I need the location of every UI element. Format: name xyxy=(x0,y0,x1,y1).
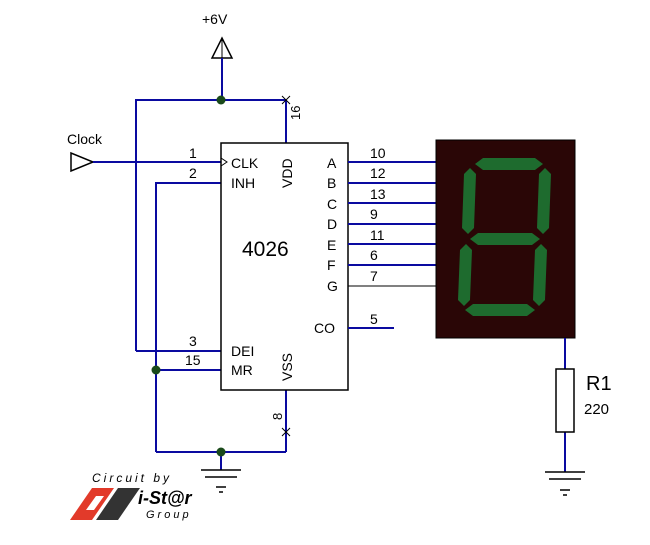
pin-number: 12 xyxy=(370,165,386,181)
clock-edge-icon xyxy=(220,157,228,167)
pin-name: INH xyxy=(231,175,255,191)
clock-label: Clock xyxy=(67,131,103,147)
segment-c xyxy=(533,244,547,306)
pin-name: B xyxy=(327,175,336,191)
pin-number: 11 xyxy=(370,227,385,243)
pin-name: CO xyxy=(314,320,335,336)
segment-g xyxy=(470,233,540,245)
inh-mr-wiring xyxy=(136,182,287,470)
credit-brand: i-St@r xyxy=(138,488,193,508)
pin-name: E xyxy=(327,237,336,253)
segment-e xyxy=(458,244,472,306)
junction-dot xyxy=(216,447,226,457)
pin-name: F xyxy=(327,257,336,273)
pin-number: 2 xyxy=(189,165,197,181)
pin-number: 15 xyxy=(185,352,201,368)
pin-number: 8 xyxy=(270,413,285,420)
pin-name: G xyxy=(327,278,338,294)
istar-logo-icon xyxy=(70,488,140,520)
resistor-name: R1 xyxy=(586,373,612,395)
pin-name: C xyxy=(327,196,337,212)
pin-16-marker-icon xyxy=(281,95,291,105)
credit-line3: Group xyxy=(146,509,192,521)
pin-number: 13 xyxy=(370,186,386,202)
pin-name: VSS xyxy=(279,353,295,381)
segment-wiring xyxy=(348,161,436,329)
pin-number: 7 xyxy=(370,268,378,284)
pin-number: 16 xyxy=(288,106,303,120)
seven-segment-display xyxy=(435,139,576,339)
segment-d xyxy=(465,304,535,316)
supply-label: +6V xyxy=(202,11,228,27)
ic-name: 4026 xyxy=(242,238,289,261)
pin-name: DEI xyxy=(231,343,254,359)
pin-name: D xyxy=(327,216,337,232)
pin-8-marker-icon xyxy=(281,427,291,437)
credit-line1: Circuit by xyxy=(92,471,172,485)
segment-f xyxy=(462,168,476,234)
pin-name: CLK xyxy=(231,155,259,171)
ground-icon xyxy=(201,469,241,493)
pin-number: 9 xyxy=(370,206,378,222)
pin-name: A xyxy=(327,155,337,171)
pin-number: 3 xyxy=(189,333,197,349)
resistor-r1 xyxy=(555,368,575,433)
segment-a xyxy=(475,158,543,170)
pin-number: 5 xyxy=(370,311,378,327)
supply-wiring xyxy=(135,58,287,351)
junction-dot xyxy=(216,95,226,105)
junction-dot xyxy=(151,365,161,375)
supply-arrow-icon xyxy=(210,36,234,59)
pin-number: 1 xyxy=(189,145,197,161)
pin-number: 6 xyxy=(370,247,378,263)
ic-body xyxy=(220,142,349,391)
segment-b xyxy=(537,168,551,234)
clock-input-arrow-icon xyxy=(70,151,95,173)
resistor-value: 220 xyxy=(584,401,609,418)
ground-icon xyxy=(545,471,585,496)
pin-name: MR xyxy=(231,362,253,378)
pin-number: 10 xyxy=(370,145,386,161)
pin-name: VDD xyxy=(279,158,295,188)
